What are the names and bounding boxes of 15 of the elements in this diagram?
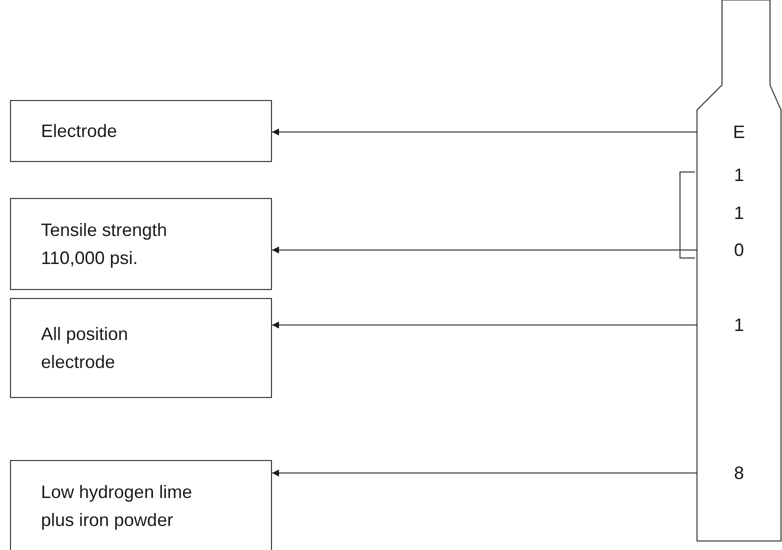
label-box: Electrode <box>10 100 272 162</box>
electrode-marking: E <box>697 120 781 144</box>
electrode-outline <box>696 0 782 542</box>
label-box: All position electrode <box>10 298 272 398</box>
electrode-marking: 1 <box>697 201 781 225</box>
arrow <box>272 128 698 136</box>
electrode-marking: 1 <box>697 313 781 337</box>
electrode-marking: 1 <box>697 163 781 187</box>
arrow <box>272 322 698 328</box>
label-box: Tensile strength 110,000 psi. <box>10 198 272 290</box>
electrode-marking: 0 <box>697 238 781 262</box>
arrow <box>272 246 698 254</box>
label-box: Low hydrogen lime plus iron powder <box>10 460 272 550</box>
arrow <box>272 470 698 476</box>
electrode-marking: 8 <box>697 461 781 485</box>
